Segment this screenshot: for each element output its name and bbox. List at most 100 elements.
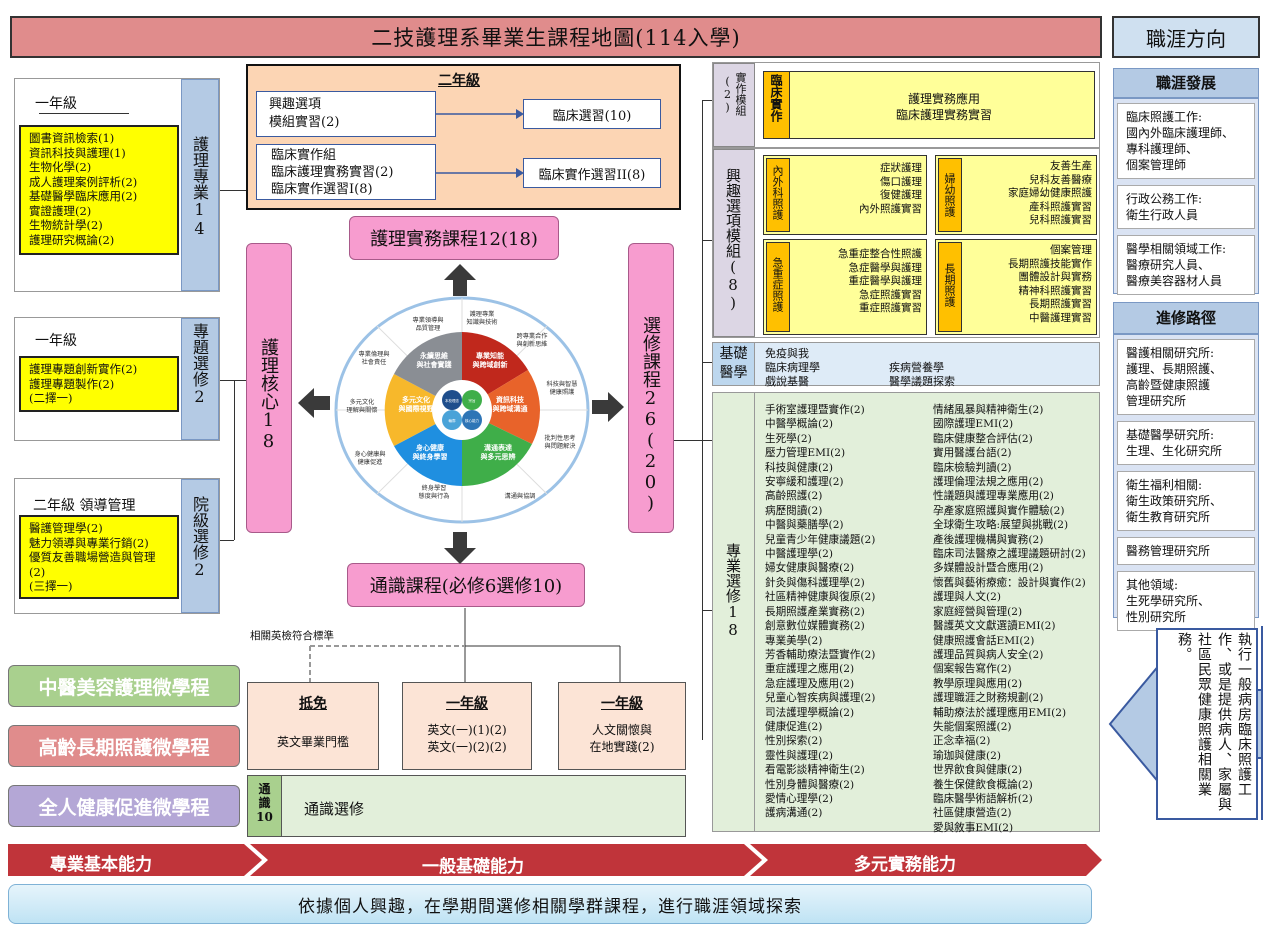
- basic-medicine-label: 基礎醫學: [713, 343, 755, 385]
- pro-course: 中醫護理學(2): [765, 548, 833, 561]
- module-item: 兒科照護實習: [1029, 214, 1092, 227]
- competency-wheel: 永續思維與社會實踐專業知能與跨域創新資訊科技與跨域溝通溝通表達與多元思辨身心健康…: [334, 296, 590, 524]
- pro-course: 護理與人文(2): [933, 591, 1001, 604]
- english-title: 一年級: [446, 696, 488, 712]
- exemption-box: 抵免 英文畢業門檻: [247, 682, 379, 770]
- left-box-3-year: 二年級 領導管理: [33, 498, 136, 514]
- pro-course: 失能個案照護(2): [933, 720, 1012, 733]
- wheel-label: 多元文化: [350, 398, 375, 406]
- practice-tag: 臨床實作: [764, 72, 790, 138]
- basic-line-4: 戲說基醫: [765, 375, 809, 388]
- micro-program-3: 全人健康促進微學程: [8, 785, 240, 827]
- module-longterm-tag: 長期照護: [938, 242, 962, 332]
- english-box: 一年級 英文(一)(1)(2) 英文(一)(2)(2): [402, 682, 532, 770]
- general-elective-text: 通識選修: [304, 800, 365, 818]
- year2-line: 臨床實作組: [271, 148, 337, 163]
- pro-course: 健康促進(2): [765, 720, 823, 733]
- practice-line-1: 護理實務應用: [907, 92, 980, 106]
- year2-line: 興趣選項: [269, 97, 322, 112]
- career-line: 醫療研究人員、: [1126, 258, 1211, 272]
- pro-course: 中醫學概論(2): [765, 418, 833, 431]
- wheel-label: 與國際視野: [399, 404, 434, 413]
- humanities-line-1: 人文關懷與: [591, 723, 652, 737]
- pro-course: 科技與健康(2): [765, 461, 833, 474]
- pro-course: 婦女健康與醫療(2): [765, 562, 855, 575]
- career-line: 高齡暨健康照護: [1126, 378, 1211, 392]
- pro-course: 情緒風暴與精神衛生(2): [933, 404, 1044, 416]
- pro-course: 高齡照護(2): [765, 490, 823, 503]
- pro-course: 臨床司法醫療之護理議題研討(2): [933, 548, 1086, 561]
- module-item: 重症醫學與護理: [848, 275, 923, 288]
- module-item: 急重症整合性照護: [838, 248, 922, 260]
- clinical-elective-box: 臨床選習(10): [523, 99, 661, 129]
- pro-course: 重症護理之應用(2): [765, 663, 855, 676]
- wheel-mini-label: 本校理念: [445, 398, 459, 403]
- pro-course: 多媒體設計暨合應用(2): [933, 562, 1044, 575]
- module-obgyn-tag: 婦幼照護: [938, 158, 962, 232]
- module-obgyn: 婦幼照護 友善生產兒科友善醫療家庭婦幼健康照護產科照護實習兒科照護實習: [935, 155, 1097, 235]
- humanities-box: 一年級 人文關懷與 在地實踐(2): [558, 682, 686, 770]
- ge-label-1: 通: [258, 782, 271, 796]
- pro-course: 健康照護會話EMI(2): [933, 634, 1035, 647]
- career-item: 衛生福利相關:衛生政策研究所、衛生教育研究所: [1117, 471, 1255, 531]
- career-dev-title: 職涯發展: [1113, 68, 1259, 98]
- career-line: 其他領域:: [1126, 578, 1179, 592]
- left-box-3: 二年級 領導管理 醫護管理學(2)魅力領導與專業行銷(2)優質友善職場營造與管理…: [14, 478, 220, 614]
- wheel-mini-label: 輪廓: [449, 418, 457, 423]
- basic-line-2: 臨床病理學: [765, 361, 820, 374]
- pro-course: 醫護英文文獻選讀EMI(2): [933, 620, 1056, 633]
- year2-line: 臨床實作選習I(8): [271, 182, 373, 197]
- left-box-1: 一年級 圖書資訊檢索(1)資訊科技與護理(1)生物化學(2)成人護理案例評析(2…: [14, 78, 220, 292]
- course-item: 護理專題製作(2): [29, 376, 115, 391]
- pro-course: 看電影談精神衛生(2): [765, 764, 865, 777]
- course-item: 圖書資訊檢索(1): [29, 131, 115, 145]
- year2-block: 二年級 興趣選項模組實習(2) 臨床選習(10) 臨床實作組臨床護理實務實習(2…: [246, 64, 681, 210]
- career-item: 其他領域:生死學研究所、性別研究所: [1117, 571, 1255, 631]
- module-critical-tag: 急重症照護: [766, 242, 790, 332]
- english-test-note: 相關英檢符合標準: [250, 630, 334, 642]
- career-line: 個案管理師: [1126, 158, 1187, 172]
- module-critical: 急重症照護 急重症整合性照護急症醫學與護理重症醫學與護理急症照護實習重症照護實習: [763, 239, 927, 335]
- basic-line-5: 醫學議題探索: [889, 375, 955, 388]
- left-box-3-courses: 醫護管理學(2)魅力領導與專業行銷(2)優質友善職場營造與管理(2)(三擇一): [19, 515, 179, 599]
- wheel-label: 與多元思辨: [481, 452, 516, 461]
- pro-course: 社區精神健康與復原(2): [765, 591, 876, 604]
- practice-line-2: 臨床護理實務實習: [895, 108, 992, 122]
- pro-course: 養生保健飲食概論(2): [933, 778, 1033, 791]
- basic-line-3: 疾病營養學: [889, 361, 944, 374]
- pro-course: 芳香輔助療法暨實作(2): [765, 648, 876, 661]
- micro-program-1: 中醫美容護理微學程: [8, 665, 240, 707]
- pro-course: 專業美學(2): [765, 634, 823, 647]
- career-item: 醫護相關研究所:護理、長期照護、高齡暨健康照護管理研究所: [1117, 339, 1255, 415]
- module-internal: 內外科照護 症狀護理傷口護理復健護理內外照護實習: [763, 155, 927, 235]
- left-box-1-side: 護理專業14: [181, 79, 219, 291]
- interest-option-box: 興趣選項模組實習(2): [256, 91, 436, 137]
- career-dev-list: 臨床照護工作:國內外臨床護理師、專科護理師、個案管理師行政公務工作:衛生行政人員…: [1113, 98, 1259, 295]
- core-course-box: 護理核心18: [246, 243, 292, 533]
- basic-label-part: 醫學: [719, 365, 748, 381]
- module-item: 家庭婦幼健康照護: [1008, 187, 1092, 200]
- arrow-right-icon: [592, 392, 624, 422]
- career-line: 醫護相關研究所:: [1126, 346, 1215, 360]
- pro-course: 懷舊與藝術療癒：設計與實作(2): [933, 576, 1086, 589]
- career-item: 基礎醫學研究所:生理、生化研究所: [1117, 421, 1255, 465]
- course-item: 生物統計學(2): [29, 218, 103, 232]
- wheel-label: 科技與智慧: [547, 380, 578, 388]
- wheel-label: 健康照護: [550, 388, 576, 396]
- wheel-mini-label: 核心能力: [465, 418, 479, 423]
- career-arrow-frame: [1156, 628, 1258, 820]
- practice-label-text: 實作模組(2): [721, 72, 747, 116]
- left-box-2: 一年級 護理專題創新實作(2)護理專題製作(2)(二擇一) 專題選修2: [14, 317, 220, 441]
- left-box-2-courses: 護理專題創新實作(2)護理專題製作(2)(二擇一): [19, 356, 179, 412]
- career-line: 管理研究所: [1126, 394, 1187, 408]
- ability-3: 多元實務能力: [854, 855, 956, 875]
- humanities-line-2: 在地實踐(2): [589, 740, 655, 754]
- basic-line-1: 免疫與我: [765, 347, 809, 360]
- module-item: 個案管理: [1050, 244, 1092, 256]
- interest-modules: 興趣選項模組(8) 內外科照護 症狀護理傷口護理復健護理內外照護實習 婦幼照護 …: [712, 148, 1100, 338]
- wheel-label: 健康促進: [358, 458, 383, 466]
- elective-course-box: 選修課程26(20): [628, 243, 674, 533]
- pro-course: 長期照護產業實務(2): [765, 605, 865, 618]
- pro-course: 臨床檢驗判讀(2): [933, 461, 1012, 474]
- pro-course: 病歷閱讀(2): [765, 504, 823, 517]
